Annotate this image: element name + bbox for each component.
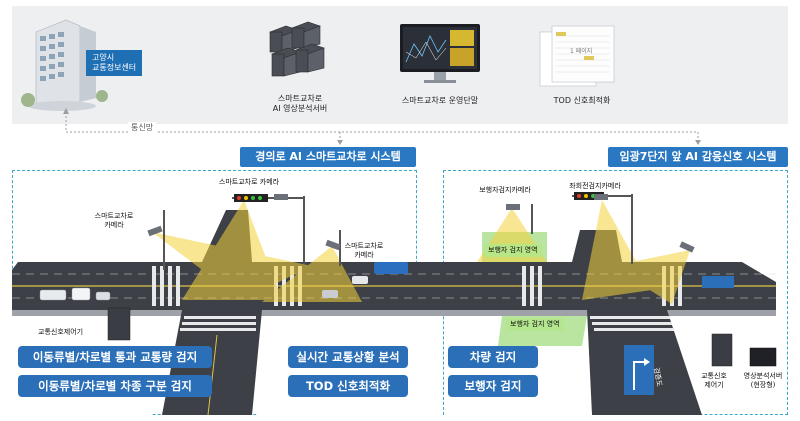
tod-label: TOD 신호최적화 <box>553 96 611 105</box>
document-stack-icon <box>539 25 615 87</box>
traffic-center-label: 고양시 교통정보센터 <box>86 50 143 76</box>
feature-volume-detection: 이동류별/차로별 통과 교통량 검지 <box>18 346 212 368</box>
camera-right-label: 스마트교차로 카메라 <box>344 242 384 259</box>
ped-zone-upper-label: 보행자 검지 영역 <box>484 244 542 257</box>
feature-vehicle-detection: 차량 검지 <box>448 346 538 368</box>
monitor-icon <box>400 24 480 83</box>
controller-right-label: 교통신호 제어기 <box>701 372 727 389</box>
feature-realtime-analysis: 실시간 교통상황 분석 <box>288 346 408 368</box>
left-turn-camera-label: 좌회전검지카메라 <box>569 182 621 190</box>
ped-zone-lower-label: 보행자 검지 영역 <box>506 318 564 331</box>
left-system-title: 경의로 AI 스마트교차로 시스템 <box>240 147 416 167</box>
analysis-server-label: 영상분석서버 (현장형) <box>743 372 783 389</box>
network-label: 통신망 <box>128 122 157 133</box>
camera-left-label: 스마트교차로 카메라 <box>94 212 134 229</box>
network-lines <box>63 108 701 145</box>
ped-camera-label: 보행자검지카메라 <box>479 186 531 194</box>
ai-server-label: 스마트교차로 AI 영상분석서버 <box>272 94 328 113</box>
doc-page-text: 1 페이지 <box>570 48 593 55</box>
controller-left-label: 교통신호제어기 <box>38 328 84 336</box>
feature-vehicle-type-detection: 이동류별/차로별 차종 구분 검지 <box>18 375 212 397</box>
server-rack-icon <box>269 21 325 77</box>
right-system-title: 임광7단지 앞 AI 감응신호 시스템 <box>608 147 788 167</box>
feature-pedestrian-detection: 보행자 검지 <box>448 375 538 397</box>
building-icon <box>21 19 108 111</box>
feature-tod-optimization: TOD 신호최적화 <box>288 375 408 397</box>
terminal-label: 스마트교차로 운영단말 <box>401 96 479 105</box>
camera-top-label: 스마트교차로 카메라 <box>218 178 280 186</box>
